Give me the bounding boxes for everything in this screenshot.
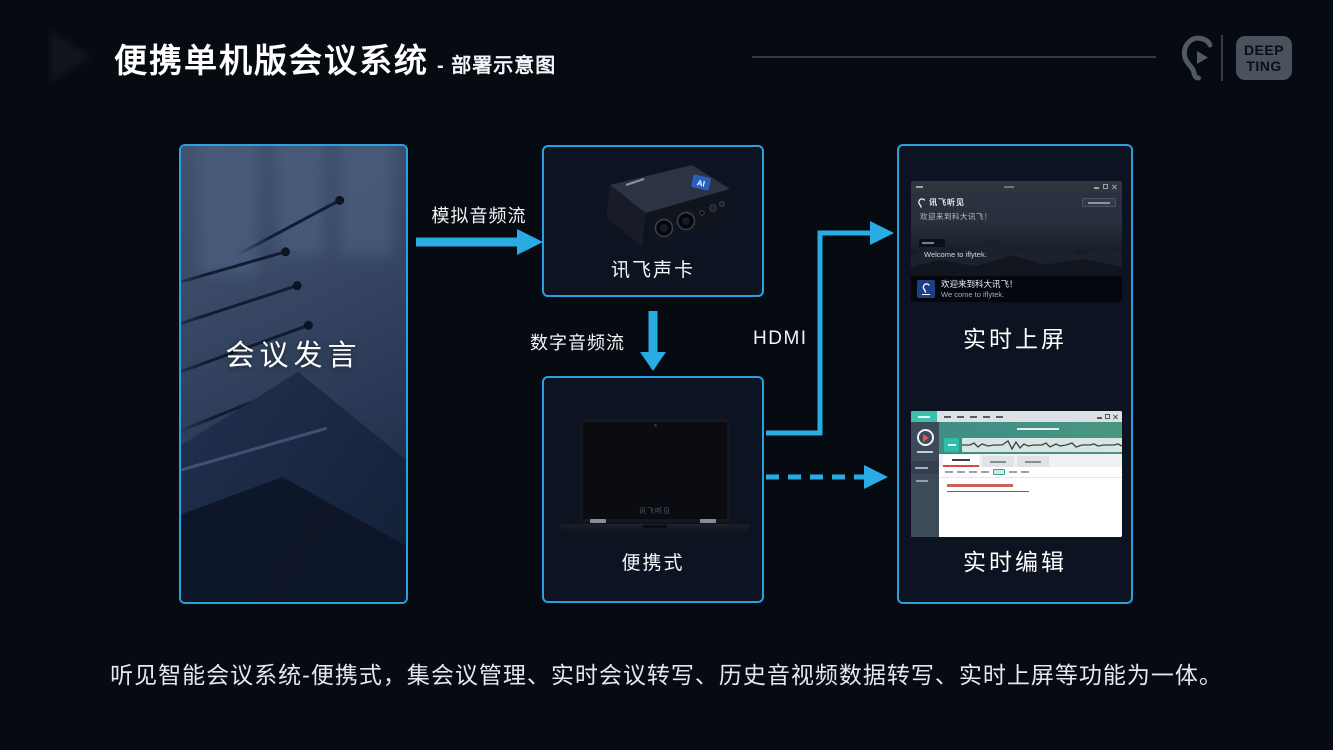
audio-title-bar	[939, 422, 1122, 435]
badge-line-2: TING	[1246, 58, 1282, 74]
hdmi-arrow-head	[870, 221, 894, 245]
soundcard-illustration: AI	[580, 155, 732, 265]
output-box: 讯飞听见 欢迎来到科大讯飞！ Welcome to iflytek. 欢迎来到科…	[897, 144, 1133, 604]
microphone-boom	[181, 280, 303, 334]
display-window-body: 讯飞听见 欢迎来到科大讯飞！ Welcome to iflytek.	[911, 192, 1122, 276]
close-icon	[1112, 184, 1117, 189]
photo-window-pane	[275, 146, 325, 256]
laptop-webcam	[654, 424, 657, 427]
editor-tabs	[939, 454, 1122, 467]
editor-sidebar	[911, 422, 939, 537]
greeting-text: 欢迎来到科大讯飞！	[920, 212, 992, 221]
digital-arrow-head	[640, 352, 666, 371]
soundcard-box: AI 讯飞声卡	[542, 145, 764, 297]
tab-active	[943, 455, 979, 467]
welcome-en-text: Welcome to iflytek.	[924, 250, 987, 259]
sidebar-label	[916, 480, 928, 482]
realtime-display-screenshot: 讯飞听见 欢迎来到科大讯飞！ Welcome to iflytek. 欢迎来到科…	[911, 181, 1122, 302]
editor-toolbar	[939, 467, 1122, 478]
timestamp-chip	[919, 239, 945, 247]
subtitle-en: We come to iflytek.	[941, 289, 1005, 299]
editor-caption: 实时编辑	[963, 549, 1067, 575]
laptop-base	[560, 524, 750, 532]
analog-flow-label: 模拟音频流	[431, 206, 527, 226]
hdmi-label: HDMI	[753, 328, 808, 349]
play-button-icon	[916, 429, 934, 446]
tab-idle	[982, 456, 1014, 467]
laptop-hinge	[700, 519, 716, 523]
editor-content	[939, 422, 1122, 537]
app-brand-text: 讯飞听见	[929, 198, 965, 207]
header-divider-line	[752, 56, 1156, 58]
document-area	[939, 478, 1122, 537]
editor-app-logo	[911, 411, 937, 422]
top-right-chip	[1082, 198, 1116, 207]
editor-menubar	[911, 411, 1122, 422]
soundcard-caption: 讯飞声卡	[610, 260, 695, 281]
app-brand: 讯飞听见	[918, 197, 965, 208]
photo-window-pane	[199, 146, 258, 274]
logo-divider	[1221, 35, 1223, 81]
menu-items	[944, 415, 1003, 418]
deepting-badge: DEEP TING	[1236, 36, 1292, 80]
microphone-head	[291, 280, 303, 292]
editor-dashed-head	[864, 465, 888, 489]
sidebar-label	[917, 451, 933, 453]
titlebar-dash	[916, 185, 923, 188]
transcript-underline	[947, 491, 1029, 492]
conference-speech-box: 会议发言	[179, 144, 408, 604]
maximize-icon	[1103, 184, 1108, 189]
subtitle-zh: 欢迎来到科大讯飞！	[941, 279, 1018, 289]
subtitle-bar: 欢迎来到科大讯飞！ We come to iflytek.	[911, 276, 1122, 302]
toolbar-chip	[993, 469, 1005, 475]
digital-flow-label: 数字音频流	[530, 333, 625, 353]
maximize-icon	[1105, 414, 1110, 419]
conference-photo	[181, 146, 406, 602]
titlebar-title	[927, 185, 1090, 188]
waveform-strip	[962, 437, 1122, 452]
minimize-icon	[1097, 417, 1102, 419]
laptop-caption: 便携式	[621, 553, 685, 574]
faint-play-logo	[50, 30, 92, 84]
close-icon	[1113, 414, 1118, 419]
sidebar-item	[911, 461, 939, 474]
mini-ear-icon	[922, 282, 930, 293]
tab-idle	[1017, 456, 1049, 467]
title-main: 便携单机版会议系统	[114, 42, 429, 79]
page-title: 便携单机版会议系统 - 部署示意图	[114, 34, 556, 82]
badge-line-1: DEEP	[1243, 42, 1285, 58]
laptop-notch	[643, 525, 667, 528]
waveform-row	[939, 435, 1122, 454]
app-titlebar	[911, 181, 1122, 192]
highlighted-transcript-text	[947, 484, 1013, 487]
laptop-screen: 讯飞听见	[580, 419, 730, 522]
display-caption: 实时上屏	[963, 326, 1067, 352]
waveform-graphic	[962, 439, 1122, 450]
ear-logo-icon	[1180, 33, 1220, 86]
photo-window-pane	[338, 146, 393, 256]
laptop-brand-text: 讯飞听见	[639, 508, 671, 515]
realtime-editor-screenshot	[911, 411, 1122, 537]
minimize-icon	[1094, 187, 1099, 189]
source-caption: 会议发言	[225, 340, 362, 372]
subtitle-logo	[917, 280, 935, 298]
analog-arrow-head	[517, 229, 543, 255]
title-sub: - 部署示意图	[437, 55, 557, 77]
mini-ear-icon	[918, 197, 926, 208]
subtitle-text: 欢迎来到科大讯飞！ We come to iflytek.	[941, 279, 1018, 299]
laptop-hinge	[590, 519, 606, 523]
footer-description: 听见智能会议系统-便携式，集会议管理、实时会议转写、历史音视频数据转写、实时上屏…	[110, 662, 1223, 688]
editor-window-controls	[1097, 414, 1118, 419]
transcribe-button	[944, 437, 959, 452]
laptop-box: 讯飞听见 便携式	[542, 376, 764, 603]
ai-badge-text: AI	[696, 178, 706, 188]
microphone-head	[302, 319, 315, 331]
